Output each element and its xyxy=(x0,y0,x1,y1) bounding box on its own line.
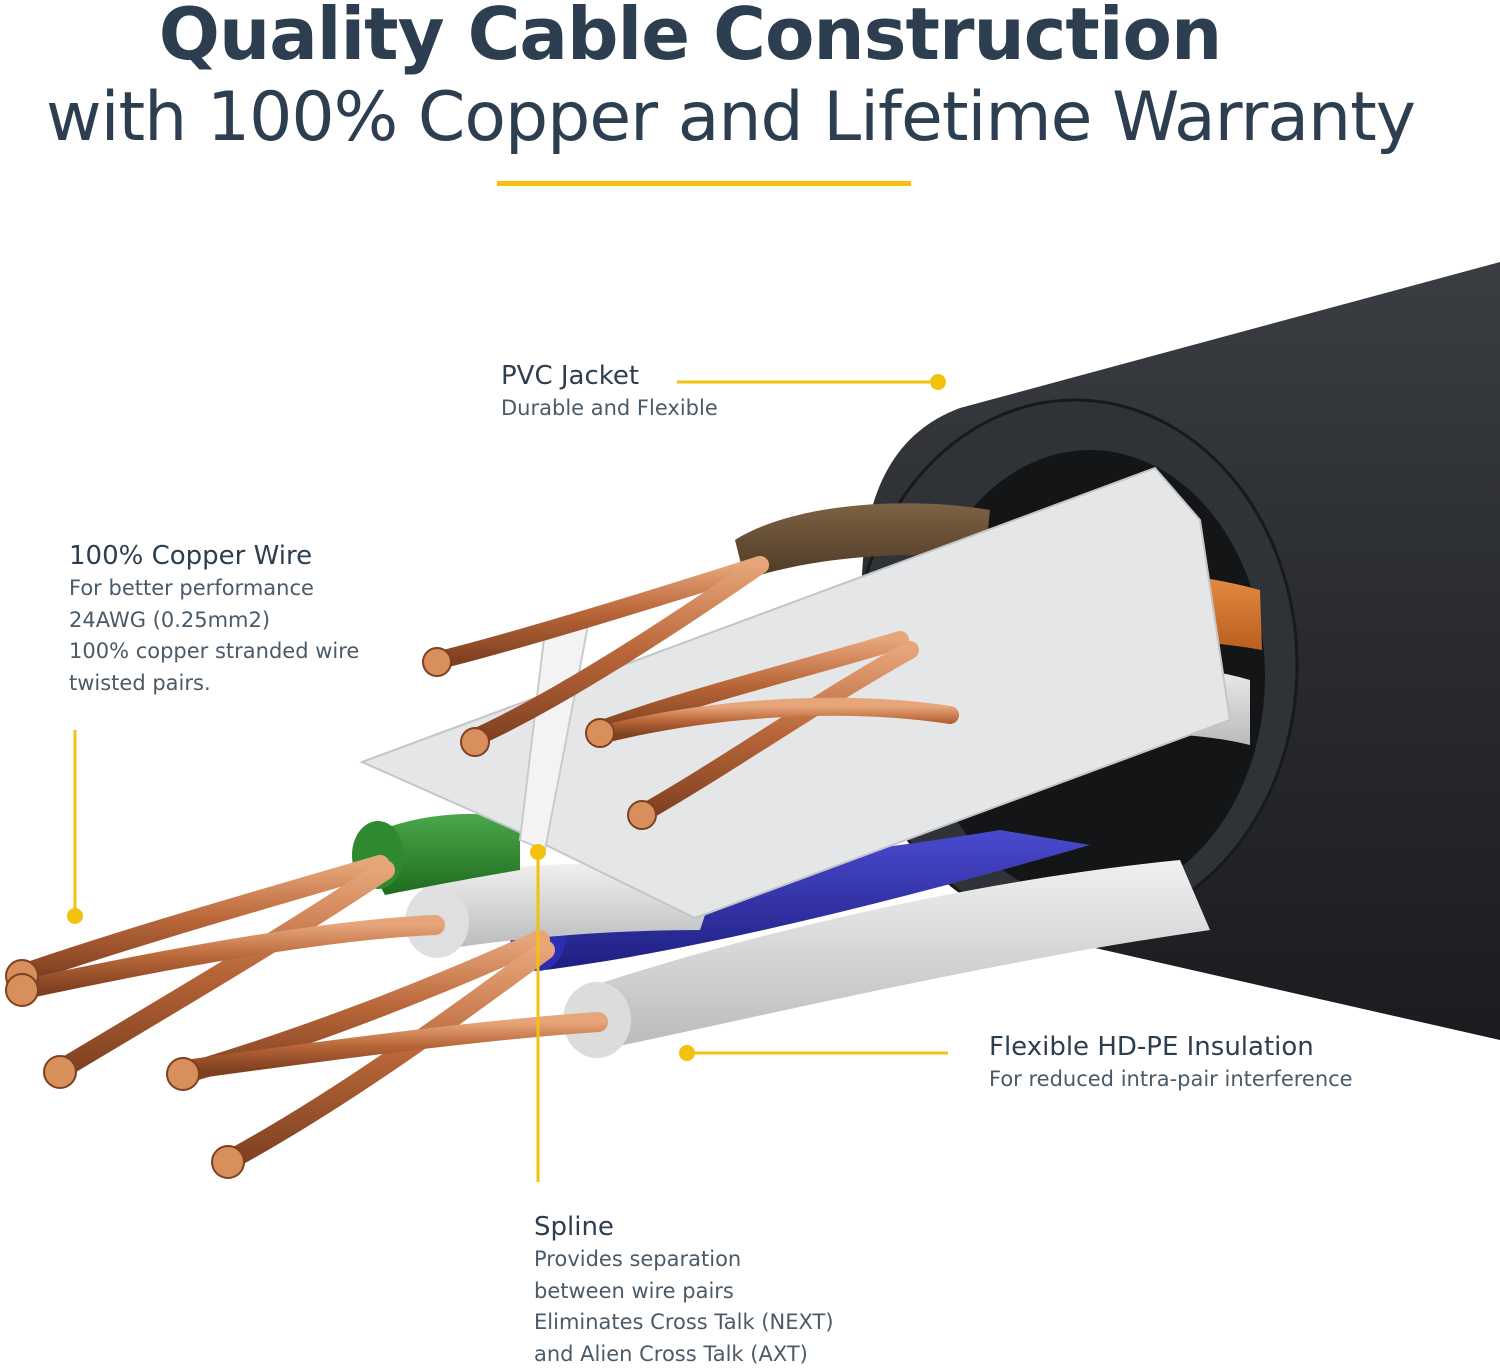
callout-heading: Spline xyxy=(534,1212,614,1242)
callout-text: For reduced intra-pair interference xyxy=(989,1067,1353,1091)
copper-strands xyxy=(10,556,959,1170)
callout-text: twisted pairs. xyxy=(69,670,211,695)
callout-spline: Spline Provides separation between wire … xyxy=(534,1210,834,1370)
callout-text: Durable and Flexible xyxy=(501,396,718,420)
white-insulation-lower xyxy=(580,860,1210,1050)
blue-insulation xyxy=(520,830,1090,970)
callout-pvc-jacket: PVC Jacket Durable and Flexible xyxy=(501,359,718,425)
callout-text: and Alien Cross Talk (AXT) xyxy=(534,1341,808,1366)
title-underline xyxy=(497,181,911,186)
callout-text: Eliminates Cross Talk (NEXT) xyxy=(534,1310,834,1334)
callout-insulation: Flexible HD-PE Insulation For reduced in… xyxy=(989,1030,1353,1096)
spline-separator xyxy=(359,466,1232,920)
callout-text: 24AWG (0.25mm2) xyxy=(69,607,271,632)
callout-heading: Flexible HD-PE Insulation xyxy=(989,1032,1314,1062)
callout-copper-wire: 100% Copper Wire For better performance … xyxy=(69,539,359,699)
callout-text: between wire pairs xyxy=(534,1278,734,1303)
leader-lines xyxy=(67,374,948,1182)
brown-insulation xyxy=(735,503,990,580)
copper-strand-ends xyxy=(5,647,657,1179)
callout-heading: 100% Copper Wire xyxy=(69,541,313,571)
callout-text: Provides separation xyxy=(534,1247,742,1271)
callout-text: 100% copper stranded wire xyxy=(69,639,360,663)
page-subtitle: with 100% Copper and Lifetime Warranty xyxy=(46,78,1416,157)
callout-heading: PVC Jacket xyxy=(501,361,640,391)
callout-text: For better performance xyxy=(69,576,314,600)
page-title: Quality Cable Construction xyxy=(158,0,1222,76)
